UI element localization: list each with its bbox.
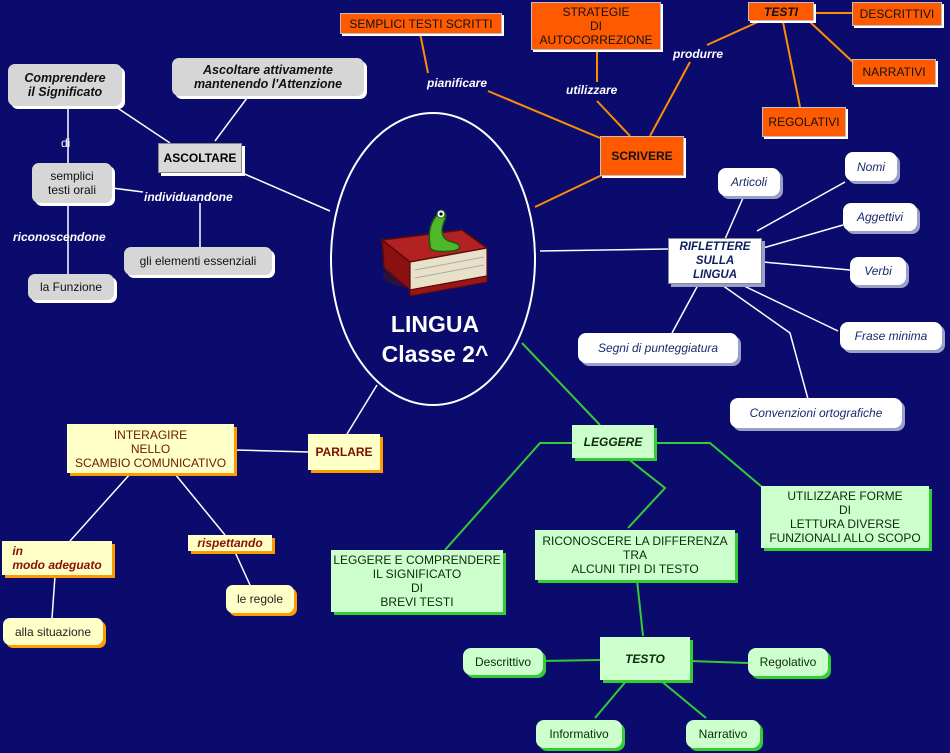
node-riconoscere-differenza[interactable]: RICONOSCERE LA DIFFERENZA TRA ALCUNI TIP… <box>535 530 735 580</box>
link-label-riconoscendone: riconoscendone <box>13 230 106 244</box>
node-strategie-autocorrezione[interactable]: STRATEGIE DI AUTOCORREZIONE <box>531 2 661 50</box>
link-label-utilizzare: utilizzare <box>566 83 618 97</box>
node-ascoltare[interactable]: ASCOLTARE <box>158 143 242 173</box>
node-informativo[interactable]: Informativo <box>536 720 622 748</box>
node-leggere-comprendere[interactable]: LEGGERE E COMPRENDERE IL SIGNIFICATO DI … <box>331 550 503 612</box>
node-la-funzione[interactable]: la Funzione <box>28 274 114 300</box>
node-testi[interactable]: TESTI <box>748 2 814 21</box>
node-interagire[interactable]: INTERAGIRE NELLO SCAMBIO COMUNICATIVO <box>67 424 234 473</box>
node-alla-situazione[interactable]: alla situazione <box>3 618 103 645</box>
node-ascoltare-attivamente[interactable]: Ascoltare attivamente mantenendo l'Atten… <box>172 58 364 96</box>
node-verbi[interactable]: Verbi <box>850 257 906 285</box>
center-title-sub: Classe 2^ <box>381 341 489 367</box>
node-articoli[interactable]: Articoli <box>718 168 780 196</box>
node-semplici-testi-orali[interactable]: semplici testi orali <box>32 163 112 203</box>
node-narrativi[interactable]: NARRATIVI <box>852 59 936 85</box>
center-title: LINGUA Classe 2^ <box>340 309 530 369</box>
node-testo[interactable]: TESTO <box>600 637 690 680</box>
link-label-pianificare: pianificare <box>427 76 488 90</box>
center-title-main: LINGUA <box>390 311 480 337</box>
node-frase-minima[interactable]: Frase minima <box>840 322 942 350</box>
node-riflettere-sulla-lingua[interactable]: RIFLETTERE SULLA LINGUA <box>668 238 762 284</box>
node-segni-punteggiatura[interactable]: Segni di punteggiatura <box>578 333 738 363</box>
node-comprendere-significato[interactable]: Comprendere il Significato <box>8 64 122 106</box>
link-label-produrre: produrre <box>673 47 724 61</box>
node-modo-adeguato[interactable]: in modo adeguato <box>2 541 112 575</box>
link-label-individuandone: individuandone <box>144 190 233 204</box>
node-convenzioni-ortografiche[interactable]: Convenzioni ortografiche <box>730 398 902 428</box>
node-elementi-essenziali[interactable]: gli elementi essenziali <box>124 247 272 275</box>
link-label-rispettando: rispettando <box>188 535 272 551</box>
node-utilizzare-forme[interactable]: UTILIZZARE FORME DI LETTURA DIVERSE FUNZ… <box>761 486 929 548</box>
node-scrivere[interactable]: SCRIVERE <box>600 136 684 176</box>
node-leggere[interactable]: LEGGERE <box>572 425 654 458</box>
node-le-regole[interactable]: le regole <box>226 585 294 613</box>
node-descrittivo[interactable]: Descrittivo <box>463 648 543 675</box>
book-with-worm-icon <box>380 209 489 297</box>
node-nomi[interactable]: Nomi <box>845 152 897 181</box>
node-narrativo[interactable]: Narrativo <box>686 720 760 748</box>
node-parlare[interactable]: PARLARE <box>308 434 380 470</box>
node-aggettivi[interactable]: Aggettivi <box>843 203 917 231</box>
node-descrittivi[interactable]: DESCRITTIVI <box>852 2 942 26</box>
node-semplici-testi-scritti[interactable]: SEMPLICI TESTI SCRITTI <box>340 13 502 34</box>
link-label-di: di <box>61 136 71 150</box>
node-regolativi[interactable]: REGOLATIVI <box>762 107 846 137</box>
node-regolativo[interactable]: Regolativo <box>748 648 828 676</box>
